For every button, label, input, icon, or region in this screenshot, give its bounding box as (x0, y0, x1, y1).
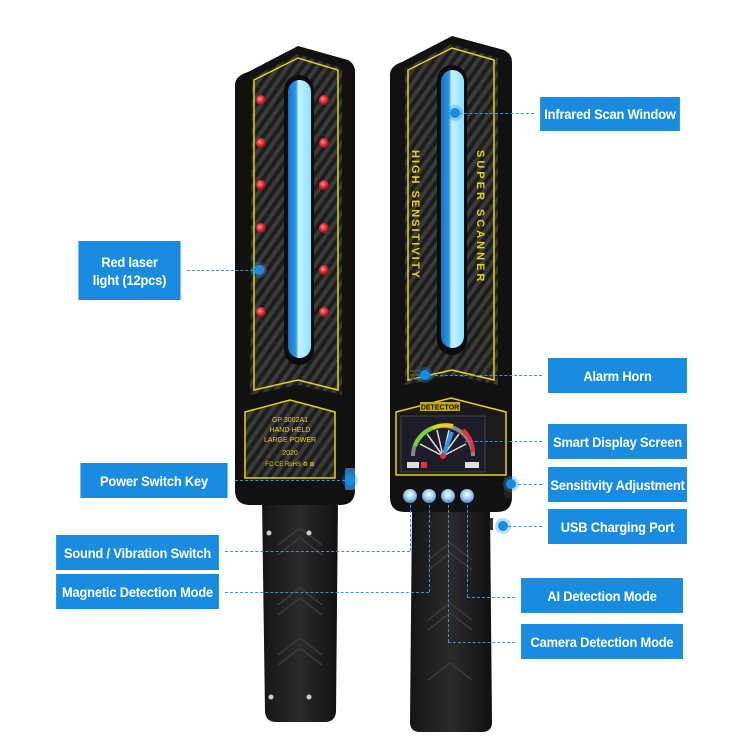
svg-text:FC CE RoHS ♻ ⊠: FC CE RoHS ♻ ⊠ (265, 461, 314, 468)
mode-buttons (403, 489, 474, 503)
left-handle (262, 500, 338, 722)
svg-text:LARGE POWER: LARGE POWER (264, 437, 316, 444)
high-sensitivity-text: HIGH SENSITIVITY (409, 150, 421, 280)
callout-smart-display: Smart Display Screen (548, 424, 687, 459)
infrared-marker-dot (450, 108, 460, 118)
detector-title: DETECTOR (421, 405, 459, 412)
sensitivity-marker-dot (506, 479, 516, 489)
power-switch-marker-dot (345, 475, 355, 485)
model-text: GP 3002A1 (272, 417, 308, 424)
callout-infrared-window: Infrared Scan Window (540, 97, 680, 131)
callout-sensitivity: Sensitivity Adjustment (548, 467, 687, 502)
callout-power-switch: Power Switch Key (80, 463, 228, 498)
infrared-scan-window (441, 70, 464, 348)
display-gauge (407, 423, 479, 468)
alarm-horn-marker-dot (420, 370, 430, 380)
left-scan-window (288, 80, 311, 358)
usb-marker-dot (498, 521, 508, 531)
svg-text:2020: 2020 (282, 450, 298, 457)
callout-red-laser: Red laser light (12pcs) (78, 241, 181, 300)
svg-text:HAND-HELD: HAND-HELD (270, 427, 311, 434)
usb-port (490, 518, 493, 530)
red-laser-marker-dot (254, 265, 264, 275)
callout-magnetic-mode: Magnetic Detection Mode (56, 574, 219, 609)
callout-usb-port: USB Charging Port (548, 509, 687, 544)
super-scanner-text: SUPER SCANNER (474, 150, 486, 284)
callout-camera-mode: Camera Detection Mode (521, 624, 683, 659)
callout-alarm-horn: Alarm Horn (548, 358, 687, 393)
callout-ai-mode: AI Detection Mode (521, 578, 683, 613)
left-handle-chevrons (277, 527, 323, 666)
red-laser-leds (256, 95, 329, 317)
right-handle (410, 510, 492, 732)
alarm-horn-grille (410, 370, 420, 380)
callout-sound-vibration: Sound / Vibration Switch (56, 535, 219, 570)
right-device: HIGH SENSITIVITY SUPER SCANNER DETECTOR (390, 36, 512, 732)
left-device: GP 3002A1 HAND-HELD LARGE POWER 2020 FC … (235, 46, 355, 722)
